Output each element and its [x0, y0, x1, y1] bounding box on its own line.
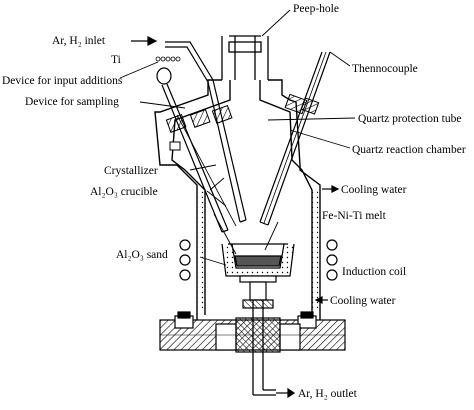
left-wall-insulation [198, 190, 205, 310]
label-sand: Al₂O₃ sand [116, 249, 168, 261]
label-cooling-water-top: Cooling water [341, 184, 407, 196]
sampling-device [156, 67, 237, 233]
label-quartz-tube: Quartz protection tube [358, 113, 461, 125]
label-gas-inlet: Ar, H₂ inlet [52, 35, 106, 47]
induction-coil [179, 239, 338, 281]
gas-outlet-pipe [252, 300, 276, 396]
label-crucible: Al₂O₃ crucible [90, 186, 158, 198]
right-wall-insulation [312, 190, 320, 310]
label-melt: Fe-Ni-Ti melt [322, 210, 387, 222]
label-cooling-water-bottom: Cooling water [330, 295, 396, 307]
crucible-pedestal [239, 275, 277, 309]
thermocouple-tube [259, 51, 331, 226]
crucible-assembly [221, 243, 295, 277]
right-clamp [284, 93, 320, 115]
label-gas-outlet: Ar, H₂ outlet [298, 388, 358, 400]
label-sampling: Device for sampling [25, 96, 119, 108]
label-thermocouple: Thennocouple [352, 63, 418, 75]
label-induction-coil: Induction coil [342, 266, 406, 278]
label-input-additions: Device for input additions [2, 75, 123, 87]
peep-hole-tube [221, 35, 269, 80]
melt-pool [234, 255, 282, 267]
ti-chain [155, 56, 181, 62]
label-peep-hole: Peep-hole [293, 3, 339, 15]
input-addition-tube [165, 41, 247, 223]
label-crystallizer: Crystallizer [104, 165, 158, 177]
label-quartz-chamber: Quartz reaction chamber [352, 144, 466, 156]
label-ti: Ti [111, 54, 121, 66]
left-clamps [165, 104, 233, 151]
leader-lines [119, 9, 356, 266]
arrows [131, 36, 340, 399]
